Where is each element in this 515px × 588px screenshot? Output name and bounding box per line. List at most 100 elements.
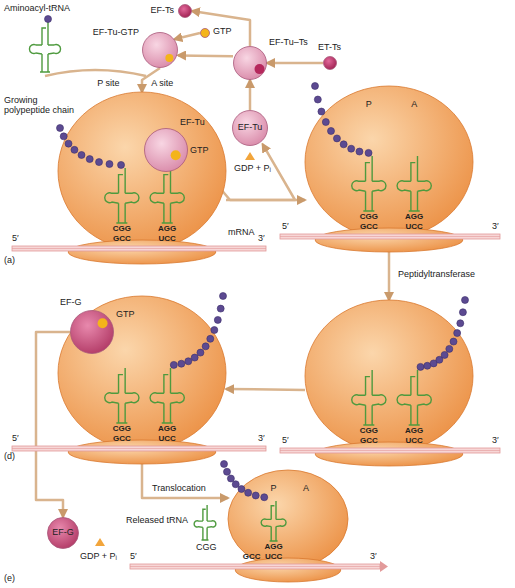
text-label: 5′ (282, 222, 289, 232)
trna (150, 168, 184, 223)
factor-shape (145, 129, 188, 172)
ribosome: P siteA siteCGGAGGGCCUCCEF-TuGTP (58, 92, 226, 264)
amino-acid-bead (454, 330, 461, 337)
factor-label: EF-Ts (151, 6, 175, 16)
gdp-triangle (95, 538, 105, 546)
text-label: 5′ (12, 434, 19, 444)
reaction-arrow (142, 464, 228, 498)
large-subunit (305, 86, 473, 238)
codon-label: AGG (158, 225, 176, 233)
codon-label: CGG (113, 225, 131, 233)
factor-circle: EF-G (47, 517, 79, 549)
factor-shape (143, 33, 178, 68)
ribosome-shape (305, 300, 473, 466)
reaction-arrow (388, 252, 391, 300)
codon-label: UCC (406, 437, 423, 445)
gdp-triangle (245, 152, 255, 160)
ribosome: CGGAGGGCCUCC (305, 300, 473, 466)
mrna-strand (12, 246, 266, 251)
amino-acid-bead (214, 316, 221, 323)
factor-label: ET-Ts (318, 43, 341, 53)
amino-acid-bead (238, 486, 245, 493)
ribosome: PACGGAGGGCCUCC (305, 86, 473, 252)
mrna-direction (380, 561, 388, 572)
factor-circle: EF-Ts (178, 4, 192, 18)
amino-acid-bead (191, 354, 198, 361)
edge-label: Translocation (150, 484, 208, 494)
edge-label: Peptidyltransferase (396, 270, 477, 280)
amino-acid-bead (221, 461, 228, 468)
factor-shape (48, 518, 79, 549)
site-label: A (411, 100, 417, 110)
amino-acid-bead (459, 309, 466, 316)
factor-circle: EF-TuGTP (144, 128, 188, 172)
aminoacyl-trna (29, 16, 60, 73)
amino-acid-bead (417, 363, 424, 370)
bound-nucleotide (165, 54, 173, 62)
factor-label: EF-G (52, 528, 74, 538)
amino-acid-bead (71, 146, 78, 153)
site-label: P site (97, 79, 119, 89)
amino-acid-bead (106, 161, 113, 168)
text-label: Released tRNA (126, 516, 188, 526)
trna (352, 156, 386, 211)
amino-acid-bead (57, 125, 64, 132)
bound-nucleotide (98, 318, 108, 328)
factor-shape (233, 111, 268, 146)
small-subunit (315, 228, 463, 252)
small-subunit (315, 442, 463, 466)
bound-nucleotide (255, 64, 265, 74)
reaction-arrow (249, 80, 252, 110)
circle-shape (70, 310, 114, 354)
reaction-arrow (267, 62, 323, 65)
amino-acid-bead (327, 127, 334, 134)
amino-acid-bead (457, 320, 464, 327)
amino-acid-bead (65, 140, 72, 147)
factor-shape (324, 57, 337, 70)
factor-label: GTP (190, 146, 209, 156)
small-subunit (68, 240, 216, 264)
text-label: GDP + Pᵢ (234, 164, 271, 174)
amino-acid-bead (207, 335, 214, 342)
trna (352, 370, 386, 425)
codon-label: AGG (264, 543, 282, 551)
amino-acid-bead (86, 156, 93, 163)
circle-shape (323, 56, 337, 70)
factor-circle: EF-Tu (232, 110, 268, 146)
factor-label: EF-Tu (238, 123, 263, 133)
codon-label: GCC (243, 553, 261, 561)
factor-shape (71, 311, 114, 354)
amino-acid-bead (185, 358, 192, 365)
site-label: P (366, 100, 372, 110)
factor-circle: EF-Tu–Ts (233, 46, 267, 80)
codon-label: AGG (405, 213, 423, 221)
text-label: (e) (4, 574, 15, 584)
codon-label: UCC (406, 223, 423, 231)
amino-acid-bead (450, 338, 457, 345)
text-label: (a) (4, 256, 15, 266)
factor-label: GTP (213, 27, 232, 37)
mrna-strand (280, 234, 500, 239)
codon-label: GCC (360, 437, 378, 445)
factor-circle: ET-Ts (323, 56, 337, 70)
codon-label: UCC (159, 435, 176, 443)
codon-label: GCC (113, 235, 131, 243)
amino-acid-bead (78, 151, 85, 158)
large-subunit (58, 92, 226, 250)
large-subunit (58, 296, 226, 450)
factor-label: EF-Tu (180, 118, 205, 128)
amino-acid-bead (314, 96, 321, 103)
amino-acid-bead (220, 293, 227, 300)
factor-label: EF-Tu–Ts (269, 38, 308, 48)
amino-acid-bead (118, 161, 125, 168)
factor-label: GTP (116, 310, 135, 320)
text-label: 3′ (370, 552, 377, 562)
codon-label: AGG (158, 425, 176, 433)
text-label: 3′ (492, 222, 499, 232)
trna (397, 370, 431, 425)
large-subunit (228, 470, 348, 568)
large-subunit (305, 300, 473, 452)
mrna-strand (280, 448, 500, 453)
text-label: 5′ (12, 234, 19, 244)
